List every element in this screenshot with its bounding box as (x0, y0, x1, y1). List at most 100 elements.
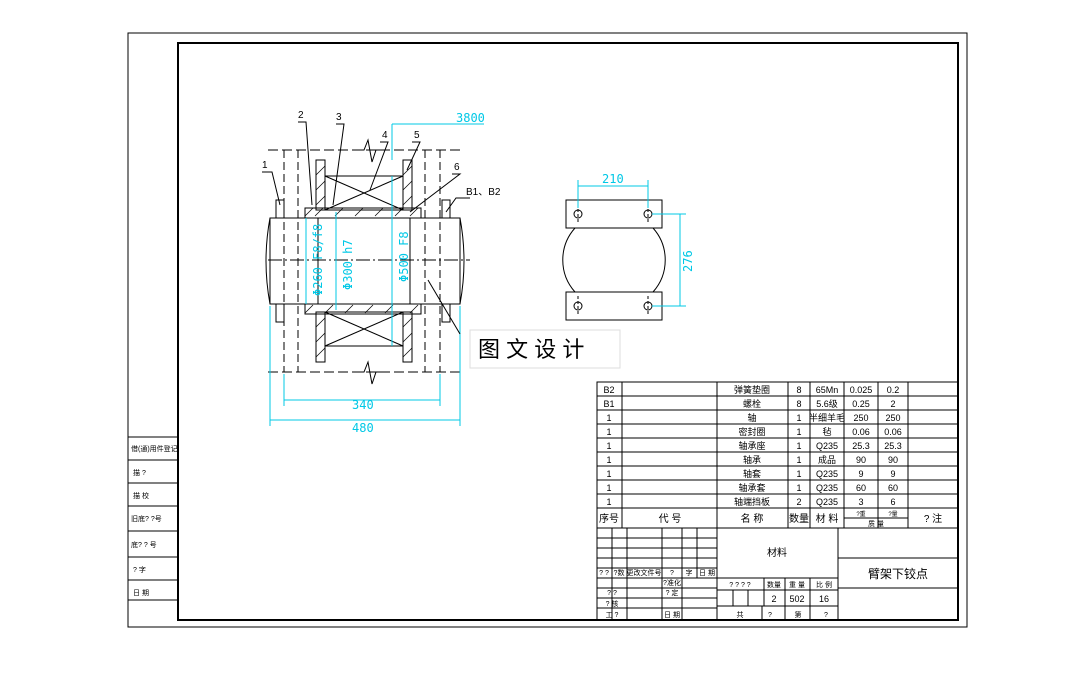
bom-header-note: ? 注 (924, 512, 942, 525)
dim-3800: 3800 (456, 111, 485, 125)
dim-340: 340 (352, 398, 374, 412)
tb-sheets-3: ? (824, 612, 828, 619)
tb-stage-1: 数量 (767, 580, 781, 589)
bom-cell: 螺栓 (743, 398, 761, 409)
tb-date: 日 期 (664, 611, 680, 619)
bom-cell: Q235 (816, 469, 838, 479)
bom-cell: 8 (796, 399, 801, 409)
strip-label-4: 底? ? 号 (131, 540, 157, 549)
bom-cell: 250 (853, 413, 868, 423)
leader-1: 1 (262, 160, 268, 171)
dim-phi260: Φ260 F8/f8 (311, 224, 325, 296)
left-strip (127, 436, 179, 601)
dim-phi500: Φ500 F8 (397, 231, 411, 282)
bom-cell: 密封圈 (738, 426, 765, 437)
strip-label-5: ? 字 (133, 565, 146, 574)
bom-cell: 9 (890, 469, 895, 479)
bom-cell: 毡 (822, 426, 831, 437)
bom-row: B2 弹簧垫圈 8 65Mn 0.025 0.2 (603, 384, 899, 395)
strip-label-1: 描 ? (133, 468, 146, 477)
bom-row: 1 轴套 1 Q235 9 9 (606, 468, 895, 479)
bom-cell: 成品 (818, 454, 836, 465)
dim-210: 210 (602, 172, 624, 186)
watermark: 图 文 设 计 (469, 329, 621, 369)
bom-header-wt: 质 量 (868, 519, 884, 528)
tb-rev-5: 日 期 (699, 569, 715, 577)
tb-rev-1: ?数 (614, 568, 625, 577)
section-dimensions (269, 123, 484, 426)
tb-std: ?准化 (663, 578, 681, 587)
bom-cell: 轴端挡板 (734, 496, 770, 507)
side-view (562, 199, 666, 321)
bom-cell: 1 (796, 483, 801, 493)
strip-label-2: 描 校 (133, 491, 149, 500)
bom-cell: 弹簧垫圈 (734, 384, 770, 395)
bom-cell: 1 (606, 413, 611, 423)
bom-cell: 25.3 (884, 441, 902, 451)
bom-header-mat: 材 料 (816, 512, 839, 525)
part-leaders (262, 121, 470, 335)
leader-3: 3 (336, 112, 342, 123)
bom-cell: 0.2 (887, 385, 900, 395)
tb-proc: ? 核 (606, 599, 619, 608)
leader-5: 5 (414, 130, 420, 141)
bom-cell: Q235 (816, 441, 838, 451)
bom-cell: 25.3 (852, 441, 870, 451)
bom-cell: 0.06 (884, 427, 902, 437)
tb-rev-3: ? (670, 570, 674, 577)
bom-cell: Q235 (816, 483, 838, 493)
tb-stage-2: 重 量 (789, 581, 805, 589)
bom-row: 1 轴承套 1 Q235 60 60 (606, 482, 898, 493)
bom-cell: 半细羊毛 (809, 412, 845, 423)
watermark-text: 图 文 设 计 (478, 337, 584, 362)
bom-row: B1 螺栓 8 5.6级 0.25 2 (603, 398, 895, 409)
leader-4: 4 (382, 130, 388, 141)
bom-grid (596, 381, 959, 529)
tb-rev-0: ? ? (599, 570, 609, 577)
dim-phi300: Φ300 h7 (341, 239, 355, 290)
bom-row: 1 轴 1 半细羊毛 250 250 (606, 412, 900, 423)
bom-cell: 6 (890, 497, 895, 507)
tb-rev-4: 字 (686, 568, 693, 577)
bom-cell: 9 (858, 469, 863, 479)
bom-cell: 轴承套 (738, 482, 765, 493)
section-dimension-text: 340 480 3800 Φ260 F8/f8 Φ300 h7 Φ500 F8 (311, 111, 485, 435)
bom-cell: 1 (796, 413, 801, 423)
tb-rev-2: 更改文件号 (627, 568, 662, 577)
bom-cell: 轴 (747, 412, 756, 423)
tb-check: ? 定 (666, 588, 679, 597)
bom-cell: 轴承座 (738, 440, 765, 451)
bom-header-code: 代 号 (659, 513, 682, 525)
bom-cell: B2 (603, 385, 614, 395)
tb-design: ? ? (607, 590, 617, 597)
bom-cell: 1 (796, 469, 801, 479)
bom-cell: 0.25 (852, 399, 870, 409)
leader-b1b2: B1、B2 (466, 187, 501, 198)
bom-row: 1 轴承座 1 Q235 25.3 25.3 (606, 440, 901, 451)
bom-cell: 90 (856, 455, 866, 465)
bom-header-seq: 序号 (599, 512, 619, 525)
bom-cell: 60 (856, 483, 866, 493)
strip-label-3: 旧底? ?号 (131, 514, 162, 523)
tb-val-qty: 2 (771, 594, 776, 604)
tb-craft: 工 ? (606, 612, 619, 619)
section-view (265, 138, 470, 385)
bom-cell: Q235 (816, 497, 838, 507)
side-dimensions (577, 180, 686, 307)
tb-stage-3: 比 例 (816, 580, 832, 589)
bom-cell: 250 (885, 413, 900, 423)
title-block-grid (596, 527, 959, 621)
tb-val-weight: 502 (789, 594, 804, 604)
strip-label-6: 日 期 (133, 589, 149, 597)
tb-stage-0: ? ? ? ? (729, 582, 751, 589)
bom-cell: 1 (796, 427, 801, 437)
side-dimension-text: 210 276 (602, 172, 695, 272)
bom-cell: 0.06 (852, 427, 870, 437)
tb-sheets-2: 第 (795, 610, 802, 619)
bom-cell: 1 (606, 469, 611, 479)
bom-rows: B2 弹簧垫圈 8 65Mn 0.025 0.2 B1 螺栓 8 5.6级 0.… (603, 384, 901, 507)
tb-title: 臂架下铰点 (868, 566, 928, 581)
bom-cell: 1 (796, 455, 801, 465)
bom-cell: 轴承 (743, 454, 761, 465)
